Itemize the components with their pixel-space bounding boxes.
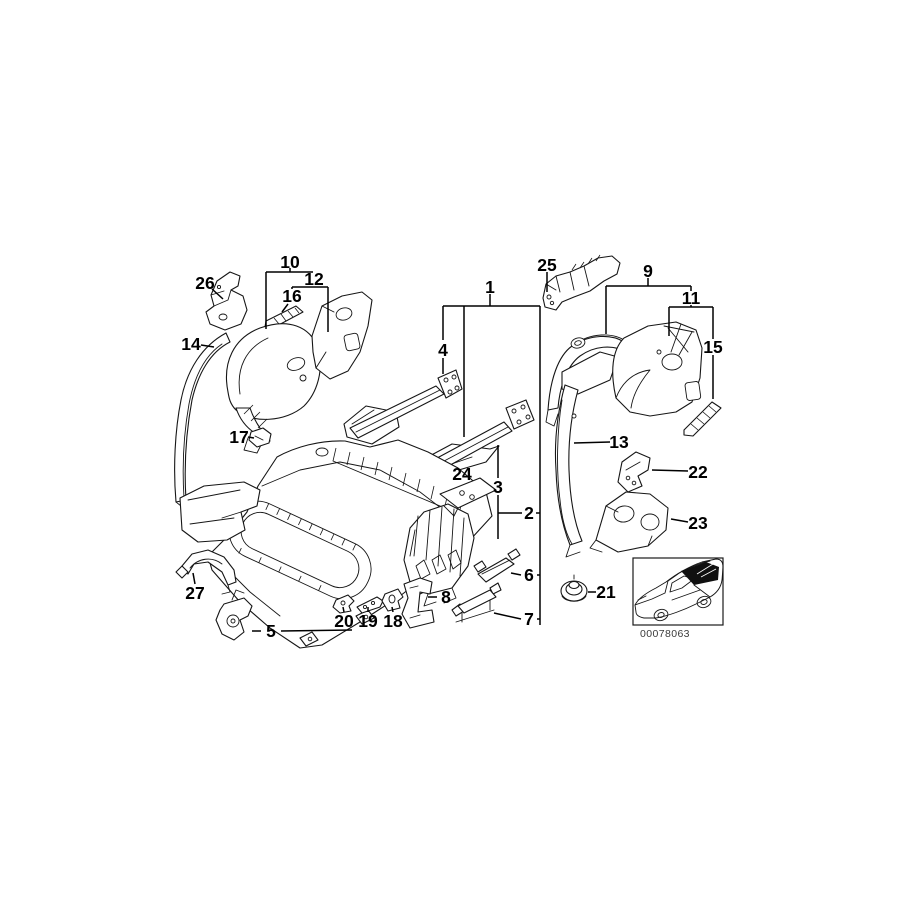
part-25-bracket [542,254,621,311]
callout-6[interactable]: 6 [524,565,534,585]
leader-bracket-11 [668,305,714,339]
part-12-wheelhouse-inner [311,291,373,380]
leader-27 [192,572,196,585]
callout-1[interactable]: 1 [485,277,495,297]
callout-27[interactable]: 27 [185,583,204,603]
leader-6 [510,572,540,576]
callout-7[interactable]: 7 [524,609,534,629]
callout-19[interactable]: 19 [358,611,378,631]
part-15-sill-strip [683,401,722,437]
part-21-grommet [560,574,588,602]
part-2-floor-extension [403,503,475,607]
part-17-bracket [248,427,272,448]
part-floor-side-member [179,481,261,543]
callout-13[interactable]: 13 [609,432,629,452]
callout-16[interactable]: 16 [282,286,302,306]
part-7-rail [451,582,502,623]
part-4-crossmember [343,369,463,445]
car-outline [634,558,724,622]
part-27-arch-bracket [175,549,237,595]
callout-2[interactable]: 2 [524,503,534,523]
part-8-bracket [401,577,435,629]
part-20-bracket [332,594,355,614]
leader-bracket-1 [442,294,541,625]
leader-17 [247,436,255,439]
callout-24[interactable]: 24 [452,464,472,484]
callout-25[interactable]: 25 [537,255,557,275]
leader-23 [670,518,689,523]
diagram-id-label: 00078063 [640,628,690,640]
callout-17[interactable]: 17 [229,427,248,447]
leader-13 [573,441,611,444]
leader-7 [493,612,540,620]
part-14-arch-strip [174,332,231,511]
callout-3[interactable]: 3 [493,477,503,497]
part-13-pillar [554,384,583,558]
leader-bracket-10 [265,268,313,329]
part-26-bracket [205,271,248,331]
car-locator-thumbnail: 00078063 [632,557,724,640]
callout-23[interactable]: 23 [688,513,708,533]
leader-bracket-12 [291,286,329,332]
part-5-bracket [215,589,253,641]
highlighted-section-area [681,562,719,585]
callout-26[interactable]: 26 [195,273,215,293]
part-11-wheelhouse [612,321,703,417]
leader-14 [200,344,215,348]
callout-14[interactable]: 14 [181,334,201,354]
callout-21[interactable]: 21 [596,582,616,602]
callout-9[interactable]: 9 [643,261,653,281]
part-19-plate [356,596,384,614]
callout-22[interactable]: 22 [688,462,708,482]
leader-22 [651,469,689,472]
callout-20[interactable]: 20 [334,611,354,631]
leader-18 [391,606,394,613]
part-23-console [589,491,669,553]
part-22-bracket [617,451,651,493]
callout-8[interactable]: 8 [441,587,451,607]
leader-5 [252,629,353,632]
callout-18[interactable]: 18 [383,611,403,631]
leader-26 [211,288,224,300]
part-24-plate [439,477,497,517]
leader-20 [342,606,345,613]
callout-5[interactable]: 5 [266,621,276,641]
callout-11[interactable]: 11 [682,288,701,308]
callout-10[interactable]: 10 [280,252,300,272]
callout-4[interactable]: 4 [438,340,448,360]
part-6-rail [473,548,521,583]
callout-12[interactable]: 12 [304,269,324,289]
part-18-bracket [381,588,404,612]
leader-16 [281,303,289,313]
leader-bracket-9 [605,278,692,334]
callout-15[interactable]: 15 [703,337,723,357]
